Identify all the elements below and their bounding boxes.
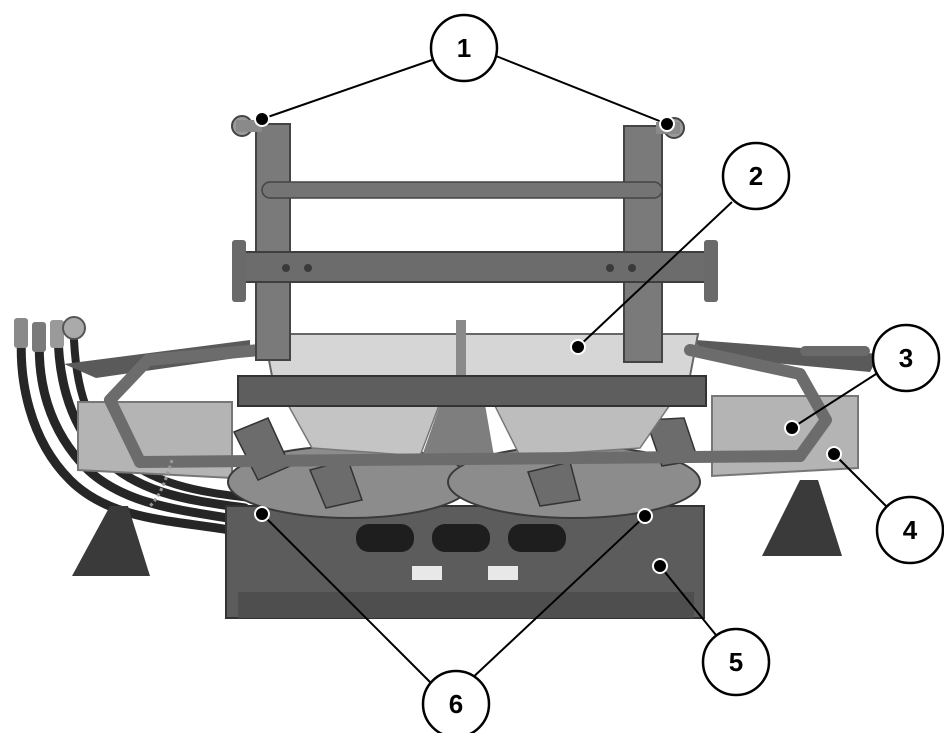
callout-5: 5 (701, 627, 771, 697)
top-link-pins (231, 115, 685, 139)
leader-lines (261, 55, 887, 689)
callout-4-label: 4 (903, 515, 918, 545)
hopper-front-beam (237, 375, 707, 407)
leader-dots (254, 111, 842, 574)
callout-3: 3 (871, 323, 941, 393)
right-wing-arm (696, 340, 880, 372)
hose-couplings (14, 316, 86, 352)
callout-4: 4 (875, 495, 944, 565)
protective-bracket (104, 344, 832, 468)
callout-6-label: 6 (449, 689, 463, 719)
callout-6: 6 (421, 669, 491, 733)
right-deflector-plate (711, 395, 859, 478)
left-support-foot (72, 506, 150, 576)
callout-1-label: 1 (457, 33, 471, 63)
right-grip-bar (800, 346, 870, 356)
callout-1: 1 (429, 13, 499, 83)
callout-3-label: 3 (899, 343, 913, 373)
hitch-frame (232, 123, 718, 363)
right-support-foot (762, 480, 842, 556)
callout-2-label: 2 (749, 161, 763, 191)
callout-2: 2 (721, 141, 791, 211)
gearbox-housing (225, 505, 705, 619)
callout-5-label: 5 (729, 647, 743, 677)
machine-photo (14, 115, 880, 619)
